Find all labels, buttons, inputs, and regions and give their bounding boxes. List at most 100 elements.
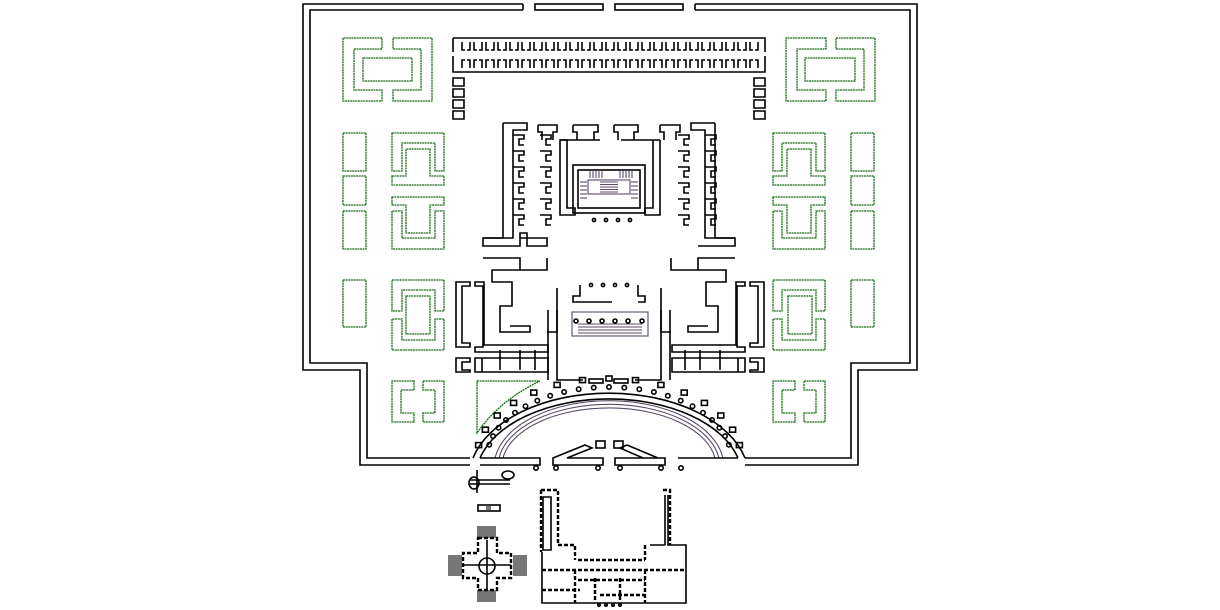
meander-cell: [521, 42, 531, 51]
meander-cell: [737, 59, 747, 68]
meander-cell: [689, 42, 699, 51]
meander-cell: [701, 59, 711, 68]
side-cell: [540, 214, 552, 226]
gardens-right: [772, 37, 876, 423]
gate-post: [532, 464, 539, 471]
hemicycle-column: [486, 441, 493, 448]
meander-side-cell: [753, 77, 766, 87]
meander-cell: [629, 59, 639, 68]
meander-cell: [653, 59, 663, 68]
meander-cell: [509, 59, 519, 68]
meander-cell: [497, 59, 507, 68]
hemicycle-niche: [605, 375, 613, 382]
meander-cell: [461, 59, 471, 68]
meander-cell: [737, 42, 747, 51]
meander-cell: [617, 42, 627, 51]
side-cell: [513, 166, 525, 178]
perimeter-wall: [302, 3, 918, 466]
meander-cell: [749, 59, 759, 68]
hemicycle-niche: [716, 412, 725, 419]
palace-cell: [613, 124, 639, 140]
column-dot: [603, 217, 609, 223]
meander-side-cell: [753, 88, 766, 98]
meander-side-cell: [753, 110, 766, 120]
gate-post: [552, 464, 559, 471]
side-cell: [540, 150, 552, 162]
meander-cell: [533, 59, 543, 68]
column-dot: [624, 282, 630, 288]
side-cell: [705, 182, 717, 194]
inset-u-shaped-palace: [539, 488, 687, 607]
meander-cell: [665, 59, 675, 68]
palace-cell: [572, 124, 599, 140]
side-cell: [705, 150, 717, 162]
side-cell: [678, 198, 690, 210]
north-range-outline: [452, 37, 766, 73]
meander-cell: [689, 59, 699, 68]
side-cell: [513, 134, 525, 146]
hemicycle-column: [605, 383, 612, 390]
meander-cell: [641, 59, 651, 68]
meander-cell: [485, 42, 495, 51]
hemicycle-column: [721, 433, 728, 440]
meander-side-cell: [452, 110, 465, 120]
meander-side-cell: [452, 77, 465, 87]
hemicycle-niche: [680, 389, 689, 396]
hemicycle-niche: [553, 381, 561, 389]
hemicycle-column: [561, 388, 568, 395]
hemicycle-niche: [631, 376, 640, 384]
side-cell: [513, 198, 525, 210]
hemicycle-column: [708, 416, 715, 423]
side-cell: [678, 214, 690, 226]
meander-cell: [749, 42, 759, 51]
side-cell: [678, 150, 690, 162]
side-cell: [513, 182, 525, 194]
gate-post: [677, 464, 684, 471]
side-cell: [540, 134, 552, 146]
hemicycle-niche: [735, 441, 744, 449]
hemicycle-column: [590, 384, 597, 391]
meander-cell: [725, 42, 735, 51]
hemicycle-column: [511, 409, 518, 416]
meander-cell: [593, 59, 603, 68]
meander-cell: [701, 42, 711, 51]
side-cell: [678, 182, 690, 194]
hemicycle-column: [699, 409, 706, 416]
hemicycle-niche: [657, 381, 665, 389]
hemicycle-column: [502, 416, 509, 423]
side-cell: [540, 166, 552, 178]
meander-cell: [617, 59, 627, 68]
hemicycle-column: [621, 384, 628, 391]
meander-cell: [653, 42, 663, 51]
hemicycle-colonnade: [472, 375, 746, 471]
column-dot: [625, 318, 631, 324]
column-dot: [612, 282, 618, 288]
hemicycle-column: [547, 392, 554, 399]
meander-cell: [545, 59, 555, 68]
gardens-left: [342, 37, 541, 436]
meander-cell: [725, 59, 735, 68]
meander-cell: [677, 59, 687, 68]
gate-post: [594, 464, 601, 471]
meander-cell: [593, 42, 603, 51]
gate-post: [616, 464, 623, 471]
meander-cell: [473, 42, 483, 51]
meander-cell: [677, 42, 687, 51]
hemicycle-column: [636, 386, 643, 393]
meander-cell: [461, 42, 471, 51]
column-dot: [627, 217, 633, 223]
hemicycle-niche: [474, 441, 483, 449]
meander-side-cell: [452, 99, 465, 109]
meander-cell: [629, 42, 639, 51]
inset-pavilion-sketch: [468, 470, 515, 512]
side-cell: [705, 198, 717, 210]
meander-cell: [545, 42, 555, 51]
column-dot: [600, 282, 606, 288]
meander-side-cell: [753, 99, 766, 109]
column-dot: [573, 318, 579, 324]
hemicycle-niche: [700, 399, 709, 407]
column-dot: [586, 318, 592, 324]
meander-cell: [605, 42, 615, 51]
inset-cruciform-villa: [448, 526, 527, 602]
